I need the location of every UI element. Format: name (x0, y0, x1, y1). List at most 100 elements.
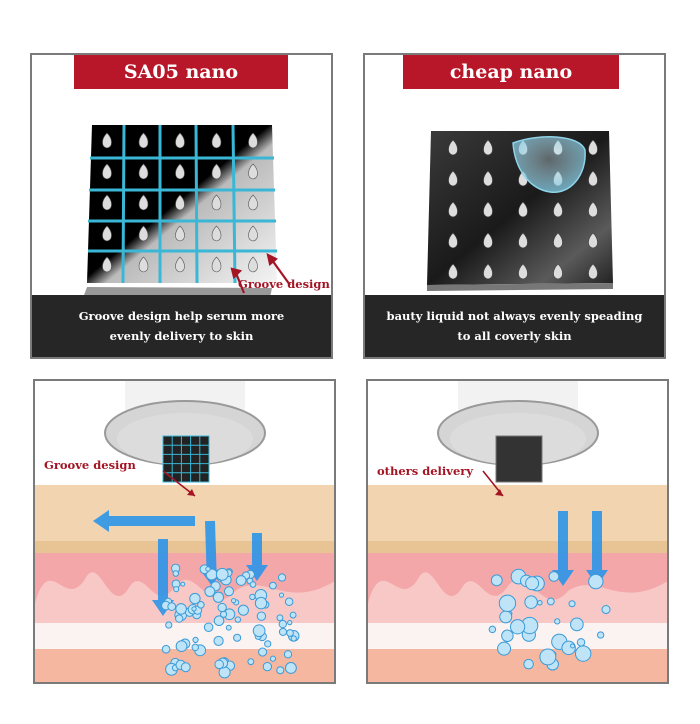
serum-bubble (278, 627, 288, 636)
needle-tip (483, 201, 493, 218)
needle-tip (588, 139, 598, 156)
groove-lines (88, 124, 277, 284)
cheap-nano-panel: cheap nano bauty liquid not always evenl… (363, 53, 666, 359)
serum-bubble (278, 619, 287, 629)
serum-bubble (276, 614, 284, 622)
needle-tip (553, 201, 563, 218)
serum-bubble (497, 641, 512, 656)
needle-tip (483, 263, 493, 280)
delivery-arrow (152, 539, 174, 616)
serum-bubble (509, 619, 526, 635)
needle-tip (138, 194, 149, 211)
device-needle-chip (162, 435, 210, 483)
cheap-caption: bauty liquid not always evenly speading … (365, 295, 664, 357)
needle-tip (483, 170, 493, 187)
needle-tip (138, 132, 149, 149)
serum-bubble (290, 635, 297, 642)
needle-tip (448, 170, 458, 187)
needle-tip (138, 163, 149, 180)
serum-bubble (523, 658, 534, 670)
serum-bubble (223, 586, 234, 597)
serum-bubble (286, 629, 294, 637)
serum-bubble (501, 629, 514, 643)
needle-tip (102, 132, 112, 149)
serum-bubble (287, 619, 293, 626)
serum-bubble (161, 644, 171, 654)
caption-line: evenly delivery to skin (109, 329, 254, 343)
needle-tip (102, 194, 112, 211)
needle-tip (175, 132, 185, 149)
skin-subcutaneous-layer (368, 649, 667, 682)
skin-delivery-illustration (368, 381, 667, 682)
serum-bubble (276, 666, 285, 675)
cheap-skin-delivery-panel: others delivery (366, 379, 669, 684)
serum-bubble (289, 611, 297, 619)
needle-tip (211, 256, 222, 273)
needle-tips (102, 132, 258, 273)
serum-bubble (546, 597, 555, 606)
serum-bubble (277, 573, 287, 582)
needle-tip (175, 225, 185, 242)
serum-bubble (165, 621, 173, 629)
serum-bubble (225, 624, 232, 631)
serum-bubble (256, 611, 267, 621)
flat-needle-board-illustration (427, 131, 613, 291)
others-delivery-annotation: others delivery (377, 464, 474, 478)
needle-tip (175, 256, 185, 273)
serum-bubble (554, 618, 561, 625)
serum-bubble (175, 614, 184, 623)
serum-bubble (488, 625, 497, 634)
serum-bubble (231, 598, 237, 604)
groove-design-annotation: Groove design (44, 458, 136, 472)
serum-bubble (215, 567, 229, 581)
serum-bubble (233, 633, 242, 642)
serum-bubble (262, 661, 273, 672)
needle-tip (211, 163, 222, 180)
needle-tip (483, 232, 493, 249)
serum-bubble (205, 566, 211, 572)
serum-bubble (588, 573, 604, 590)
serum-bubble (596, 631, 605, 639)
serum-bubble (203, 622, 214, 632)
grooved-needle-board-illustration (84, 124, 291, 295)
serum-bubble (278, 592, 285, 598)
serum-bubble (191, 643, 199, 652)
needle-tip (175, 194, 185, 211)
serum-bubble (167, 602, 177, 611)
serum-bubble (269, 581, 277, 590)
serum-bubble (498, 594, 517, 612)
serum-bubble (283, 650, 293, 659)
pointer-arrow-head (187, 489, 195, 496)
serum-bubble (191, 606, 197, 612)
serum-bubble (175, 640, 188, 653)
serum-bubble (258, 647, 268, 657)
needle-tip (588, 170, 598, 187)
serum-bubble (576, 638, 586, 647)
serum-bubble (213, 615, 225, 627)
skin-epidermis-layer (35, 485, 334, 545)
serum-bubble (204, 586, 216, 597)
serum-bubble (525, 576, 540, 591)
serum-bubble (213, 635, 224, 646)
device-needle-chip (495, 435, 543, 483)
needle-tip (248, 256, 258, 273)
serum-bubble (548, 571, 560, 582)
serum-bubble (175, 603, 187, 615)
serum-bubble (601, 605, 611, 615)
needle-tip (102, 225, 112, 242)
needle-tip (248, 225, 258, 242)
serum-bubble (212, 591, 225, 603)
needle-tip (588, 201, 598, 218)
needle-tip (248, 163, 258, 180)
sa05-caption: Groove design help serum more evenly del… (32, 295, 331, 357)
skin-boundary (35, 541, 334, 553)
serum-bubble (217, 602, 227, 613)
serum-bubble (568, 600, 576, 608)
needle-tip (211, 132, 222, 149)
serum-bubble (252, 624, 266, 638)
serum-bubble (524, 595, 538, 609)
needle-tip (448, 139, 458, 156)
serum-bubble (197, 601, 205, 609)
skin-boundary (368, 541, 667, 553)
serum-bubble (570, 643, 576, 649)
